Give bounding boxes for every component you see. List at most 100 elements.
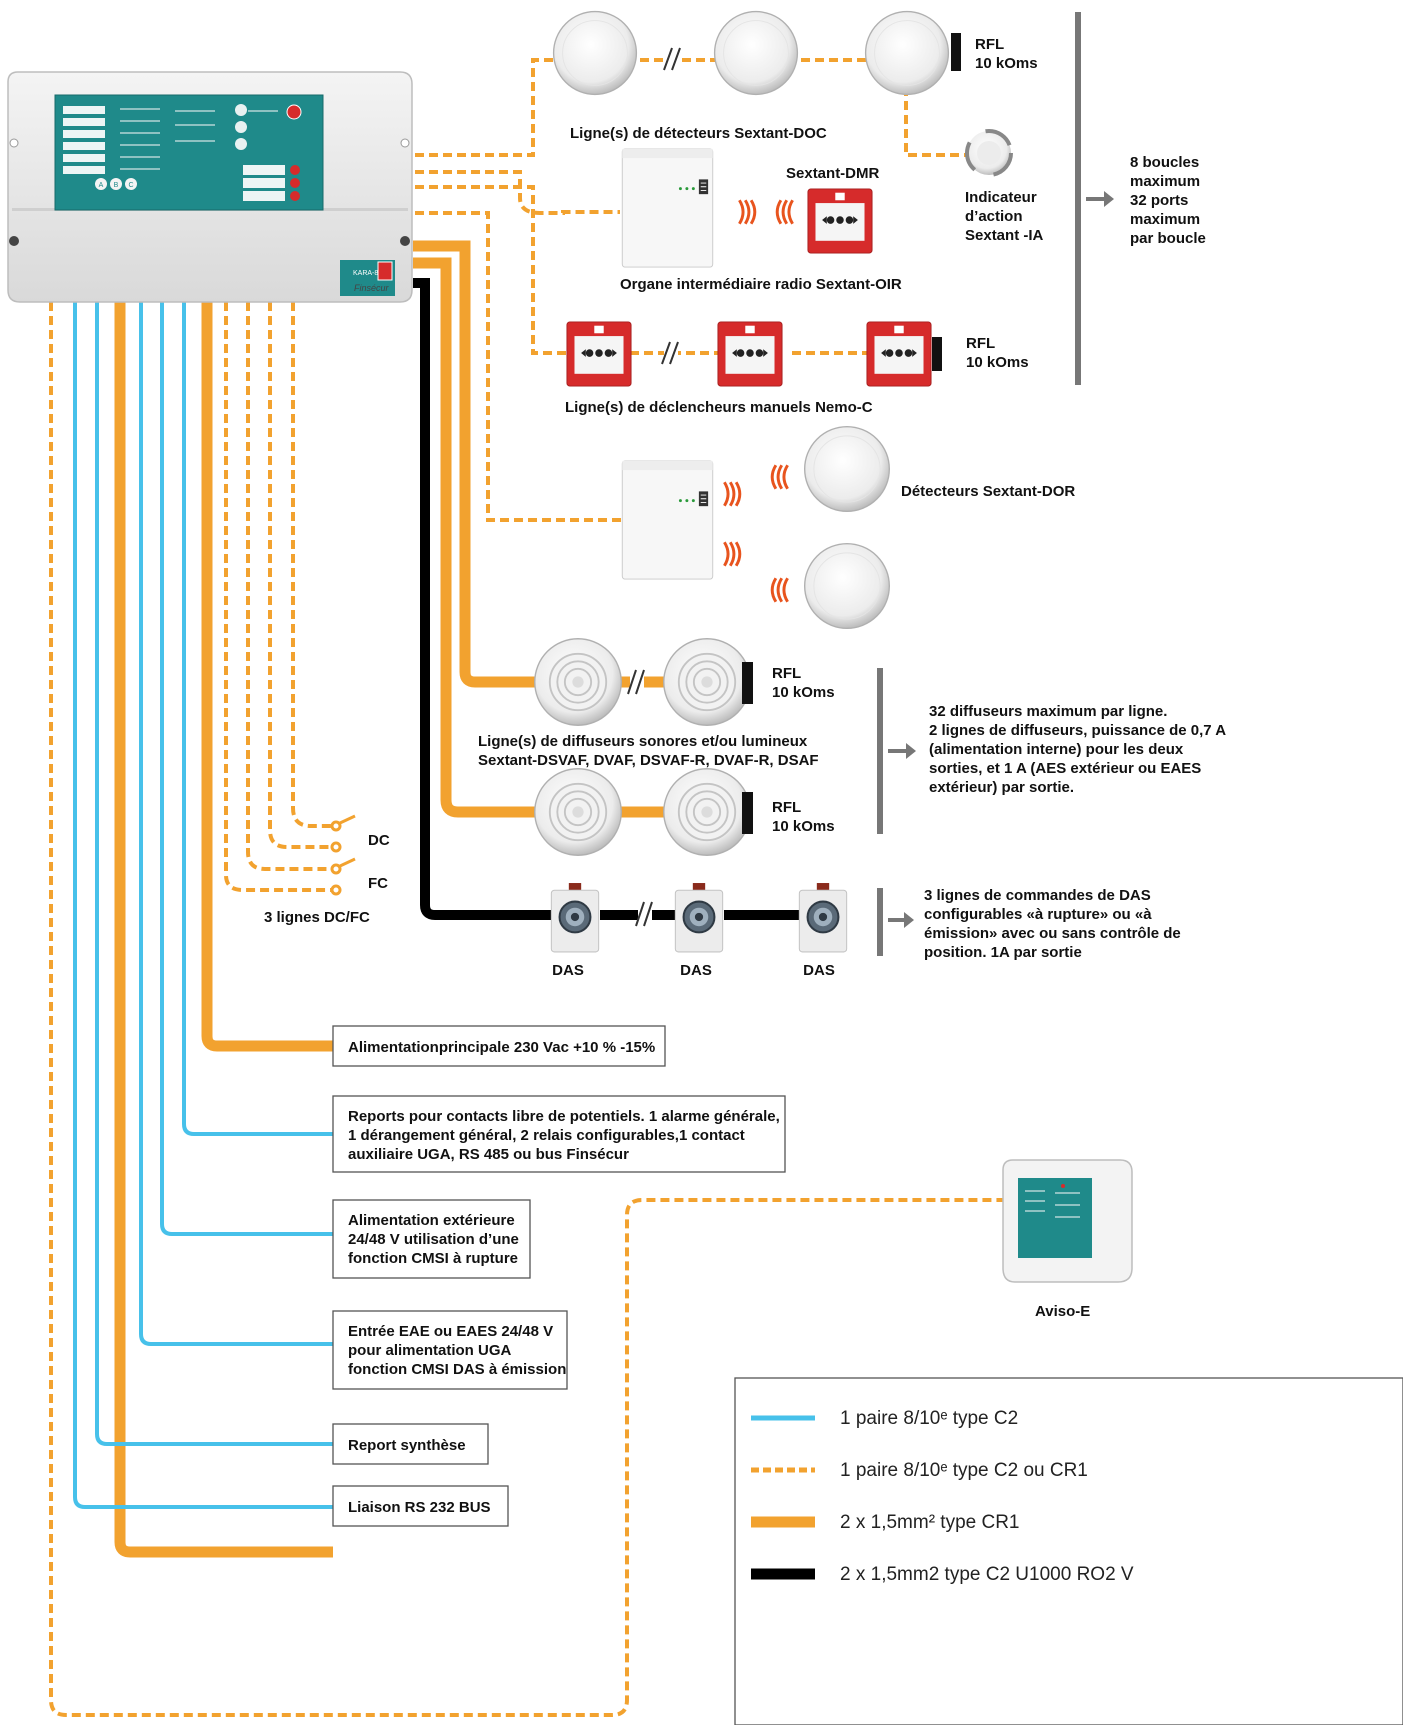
- dcfc-lines-label: 3 lignes DC/FC: [264, 909, 370, 926]
- sounder-icon: [533, 767, 623, 857]
- sounder-icon: [533, 637, 623, 727]
- loop-cable-dor: [415, 211, 630, 522]
- arrow-icon: [888, 912, 914, 928]
- sounder-note-3: (alimentation interne) pour les deux: [929, 741, 1184, 758]
- eae-label-1: Entrée EAE ou EAES 24/48 V: [348, 1323, 553, 1340]
- panel-indicators: A B C: [95, 178, 137, 190]
- rfl-resistor-icon: [742, 792, 753, 834]
- manual-call-point-icon: [807, 188, 873, 254]
- dcfc-cable-3: [246, 302, 332, 871]
- panel-brand: Finsécur: [354, 283, 390, 293]
- power-cable: [201, 302, 333, 1052]
- smoke-detector-icon: [864, 10, 950, 96]
- svg-text:C: C: [128, 182, 133, 189]
- rs232-label: Liaison RS 232 BUS: [348, 1499, 491, 1516]
- oir-label: Organe intermédiaire radio Sextant-OIR: [620, 276, 902, 293]
- rfl-label-3: RFL: [772, 665, 801, 682]
- sounder-note-5: extérieur) par sortie.: [929, 779, 1074, 796]
- aviso-device: [1002, 1159, 1133, 1283]
- das-cable: [413, 278, 552, 920]
- das-note-1: 3 lignes de commandes de DAS: [924, 887, 1151, 904]
- loop-note-4: maximum: [1130, 211, 1200, 228]
- rfl-value-2: 10 kOms: [966, 354, 1029, 371]
- radio-module-icon: [621, 148, 714, 268]
- switch-contact-icon: [330, 814, 356, 896]
- sounder-bracket: [877, 668, 883, 834]
- reports-cable: [182, 302, 333, 1136]
- synthesis-label: Report synthèse: [348, 1437, 466, 1454]
- das-label-2: DAS: [680, 962, 712, 979]
- front-display: [54, 94, 324, 211]
- aviso-label: Aviso-E: [1035, 1303, 1090, 1320]
- sounder-note-2: 2 lignes de diffuseurs, puissance de 0,7…: [929, 722, 1226, 739]
- radio-wave-icon: [722, 480, 742, 508]
- sounder-note-1: 32 diffuseurs maximum par ligne.: [929, 703, 1167, 720]
- rfl-resistor-icon: [932, 337, 942, 371]
- control-panel: A B C KARA-8 UP Finsécur: [7, 71, 413, 303]
- rs232-box: [332, 1485, 509, 1527]
- legend: 1 paire 8/10ᵉ type C2 1 paire 8/10ᵉ type…: [734, 1377, 1403, 1725]
- sounder-cable-2: [413, 257, 545, 818]
- sounder-cable-1: [413, 240, 545, 688]
- das-note-2: configurables «à rupture» ou «à: [924, 906, 1152, 923]
- indicator-label-1: Indicateur: [965, 189, 1037, 206]
- das-actuator-icon: [550, 882, 600, 954]
- rfl-label-1: RFL: [975, 36, 1004, 53]
- legend-label-2: 1 paire 8/10ᵉ type C2 ou CR1: [840, 1460, 1088, 1481]
- ext-power-label-2: 24/48 V utilisation d’une: [348, 1231, 519, 1248]
- rfl-value-4: 10 kOms: [772, 818, 835, 835]
- eae-label-2: pour alimentation UGA: [348, 1342, 512, 1359]
- das-actuator-icon: [674, 882, 724, 954]
- das-label-1: DAS: [552, 962, 584, 979]
- ext-power-label-3: fonction CMSI à rupture: [348, 1250, 518, 1267]
- sounder-line-label-2: Sextant-DSVAF, DVAF, DSVAF-R, DVAF-R, DS…: [478, 752, 819, 769]
- das-label-3: DAS: [803, 962, 835, 979]
- rfl-resistor-icon: [742, 662, 753, 704]
- ext-power-cable: [160, 302, 333, 1236]
- dor-label: Détecteurs Sextant-DOR: [901, 483, 1075, 500]
- smoke-detector-icon: [552, 10, 638, 96]
- sounder-icon: [662, 637, 752, 727]
- radio-module-icon: [621, 460, 714, 580]
- svg-text:A: A: [99, 182, 104, 189]
- reports-label-3: auxiliaire UGA, RS 485 ou bus Finsécur: [348, 1146, 629, 1163]
- sounder-icon: [662, 767, 752, 857]
- loop-note-2: maximum: [1130, 173, 1200, 190]
- sounder-note-4: sorties, et 1 A (AES extérieur ou EAES: [929, 760, 1201, 777]
- doc-line-label: Ligne(s) de détecteurs Sextant-DOC: [570, 125, 827, 142]
- eae-box: [332, 1310, 568, 1390]
- das-bracket: [877, 888, 883, 956]
- sounder-line-label-1: Ligne(s) de diffuseurs sonores et/ou lum…: [478, 733, 808, 750]
- eae-cable: [114, 302, 333, 1558]
- dcfc-cable-4: [224, 302, 332, 892]
- eae-aux-cable: [139, 302, 333, 1346]
- loop-cable-oir: [415, 170, 620, 215]
- loop-note-1: 8 boucles: [1130, 154, 1199, 171]
- line-break-marks: [627, 46, 681, 929]
- radio-wave-icon: [770, 576, 790, 604]
- ext-power-box: [332, 1199, 531, 1279]
- reports-label-1: Reports pour contacts libre de potentiel…: [348, 1108, 780, 1125]
- panel-name-plate: KARA-8 UP: [353, 270, 390, 277]
- legend-label-3: 2 x 1,5mm² type CR1: [840, 1512, 1020, 1533]
- indicator-label-2: d’action: [965, 208, 1023, 225]
- radio-wave-icon: [722, 540, 742, 568]
- radio-wave-icon: [737, 198, 757, 226]
- indicator-label-3: Sextant -IA: [965, 227, 1044, 244]
- eae-label-3: fonction CMSI DAS à émission: [348, 1361, 566, 1378]
- synthesis-cable: [95, 302, 333, 1446]
- das-actuator-icon: [798, 882, 848, 954]
- arrow-icon: [1086, 191, 1114, 207]
- action-indicator-icon: [965, 129, 1013, 177]
- power-label: Alimentationprincipale 230 Vac +10 % -15…: [348, 1039, 655, 1056]
- rfl-resistor-icon: [951, 33, 961, 71]
- rfl-label-2: RFL: [966, 335, 995, 352]
- svg-text:B: B: [114, 182, 119, 189]
- rfl-label-4: RFL: [772, 799, 801, 816]
- nemo-line-label: Ligne(s) de déclencheurs manuels Nemo-C: [565, 399, 873, 416]
- dmr-label: Sextant-DMR: [786, 165, 880, 182]
- reports-box: [332, 1095, 786, 1173]
- dc-label: DC: [368, 832, 390, 849]
- rs232-cable: [73, 302, 333, 1509]
